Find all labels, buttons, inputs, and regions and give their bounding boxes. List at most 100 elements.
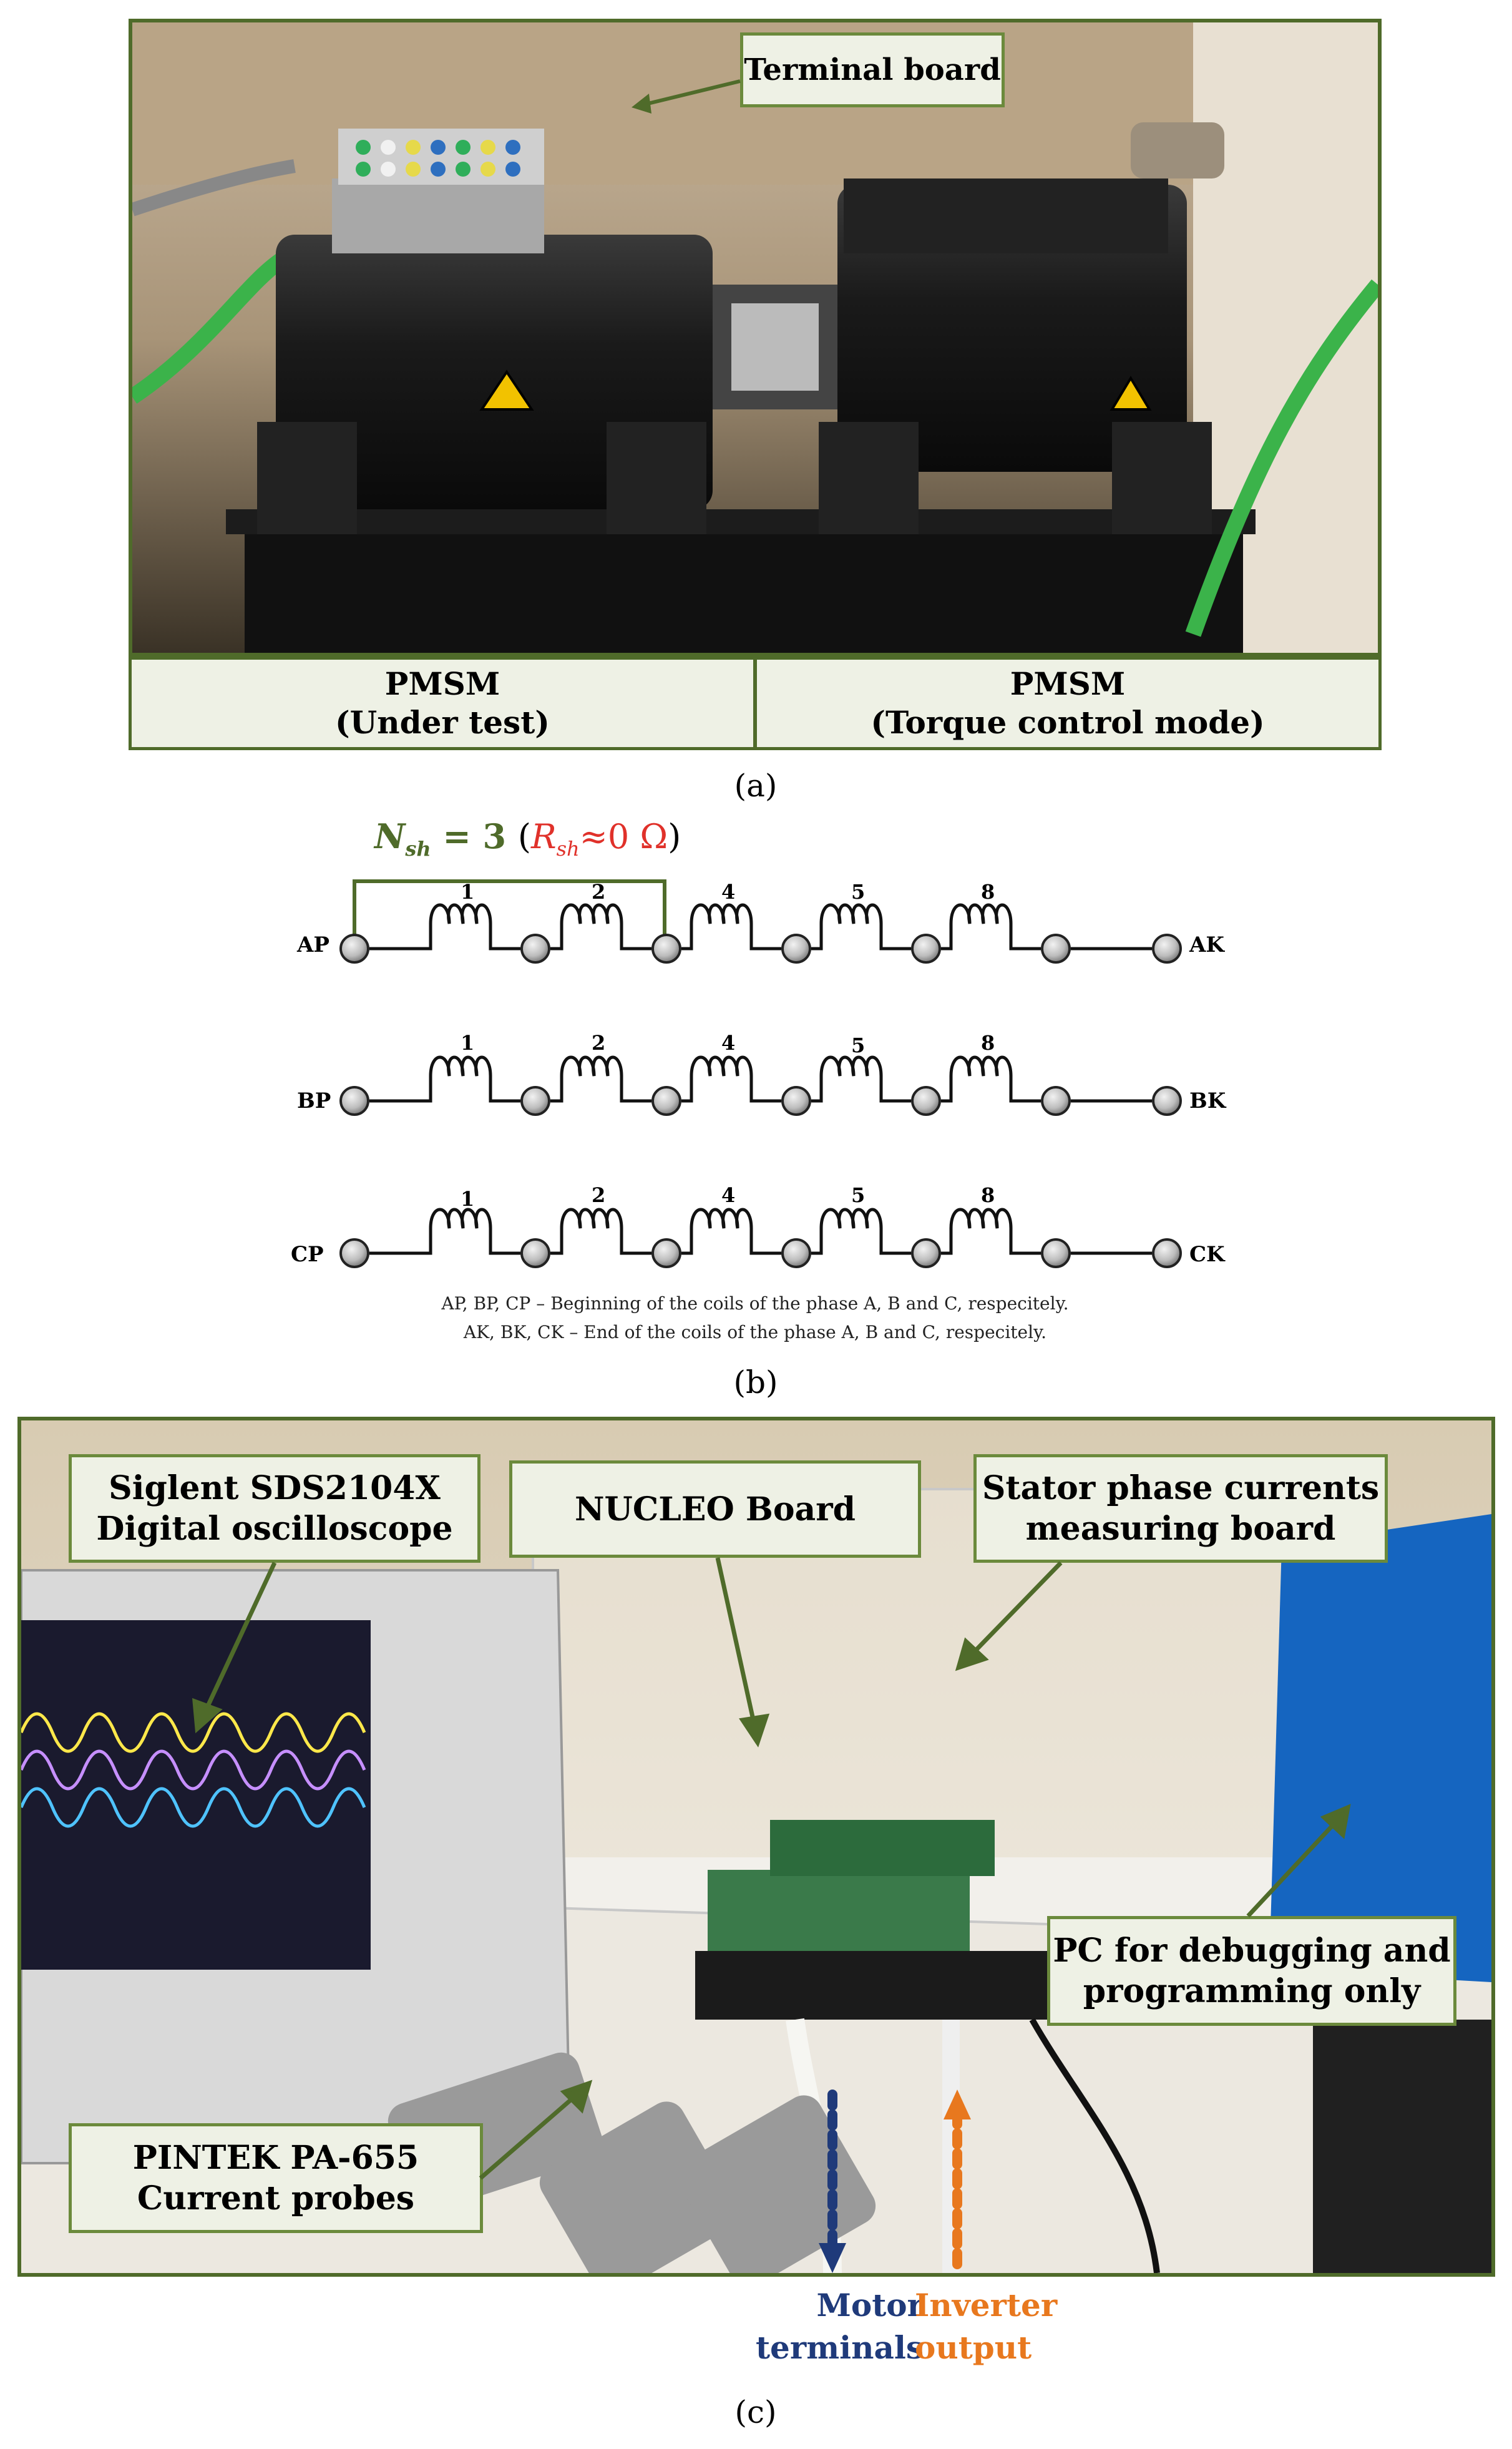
stator-board-callout: Stator phase currents measuring board: [973, 1454, 1388, 1563]
inductor-coil: [560, 1055, 623, 1077]
terminal-node: [1041, 1086, 1071, 1116]
inductor-coil: [819, 1055, 883, 1077]
probes-arrowhead: [560, 2080, 593, 2114]
terminal-node: [339, 934, 369, 964]
test-bench-photo-illustration: [132, 22, 1378, 653]
phase-a-end-label: AK: [1189, 932, 1224, 957]
terminal-node: [1041, 934, 1071, 964]
terminal-board-callout: Terminal board: [740, 32, 1005, 107]
circuit-wire: [369, 1076, 1152, 1103]
coil-c-4: 4: [721, 1183, 736, 1207]
pmsm-under-test-line1: PMSM: [384, 665, 500, 702]
phase-c-start-label: CP: [291, 1242, 324, 1267]
diagram-note-1: AP, BP, CP – Beginning of the coils of t…: [441, 1293, 1069, 1314]
coil-b-5: 5: [851, 1034, 866, 1057]
caption-c: (c): [734, 2394, 777, 2430]
inverter-output-line2: output: [915, 2329, 1032, 2366]
oscilloscope-callout: Siglent SDS2104X Digital oscilloscope: [69, 1454, 480, 1563]
terminal-node: [651, 934, 681, 964]
terminal-node: [520, 1086, 550, 1116]
coil-circuit-diagram: [339, 879, 1182, 1268]
coil-c-1: 1: [461, 1187, 475, 1211]
terminal-node: [651, 1086, 681, 1116]
terminal-board-label: Terminal board: [744, 52, 1001, 87]
probes-callout: PINTEK PA-655 Current probes: [69, 2123, 483, 2233]
nsh-symbol: N: [374, 816, 406, 856]
terminal-board-arrow-layer: [632, 79, 741, 114]
terminal-board-arrow: [642, 79, 741, 107]
inductor-coil: [560, 1208, 623, 1229]
inductor-coil: [819, 903, 883, 924]
terminal-node: [1152, 1086, 1182, 1116]
pmsm-torque-control-line1: PMSM: [1010, 665, 1126, 702]
stator-line1: Stator phase currents: [982, 1469, 1380, 1507]
inverter-output-line1: Inverter: [915, 2287, 1058, 2324]
terminal-node: [911, 1238, 941, 1268]
motor-terminals-line2: terminals: [755, 2329, 924, 2366]
coil-a-2: 2: [592, 880, 606, 904]
pc-arrowhead: [1320, 1804, 1351, 1839]
nucleo-label: NUCLEO Board: [575, 1490, 856, 1528]
caption-b: (b): [733, 1364, 778, 1400]
nucleo-arrowhead: [739, 1713, 770, 1748]
inductor-coil: [690, 903, 753, 924]
nsh-equals: = 3: [431, 816, 507, 856]
terminal-node: [651, 1238, 681, 1268]
terminal-node: [339, 1086, 369, 1116]
terminal-node: [911, 1086, 941, 1116]
panel-c-arrow-layer: [192, 1557, 1351, 2180]
terminal-board-arrowhead: [632, 94, 651, 114]
inverter-output-label: Inverter output: [915, 2284, 1102, 2368]
phase-a-start-label: AP: [297, 932, 329, 957]
shorting-bracket: [353, 879, 666, 947]
stator-arrow: [972, 1561, 1063, 1655]
coil-a-8: 8: [981, 880, 995, 904]
motor-terminals-label: Motor terminals: [736, 2284, 924, 2368]
motor-terminals-line1: Motor: [816, 2287, 924, 2324]
terminal-node: [781, 1086, 811, 1116]
circuit-wire: [369, 924, 1152, 951]
inductor-coil: [819, 1208, 883, 1229]
circuit-wire: [369, 1228, 1152, 1255]
terminal-node: [520, 1238, 550, 1268]
diagram-note-2: AK, BK, CK – End of the coils of the pha…: [463, 1322, 1047, 1342]
pmsm-under-test-line2: (Under test): [335, 704, 550, 741]
pc-callout: PC for debugging and programming only: [1047, 1916, 1456, 2026]
photo-test-bench: [129, 19, 1382, 657]
pmsm-under-test-box: PMSM (Under test): [129, 657, 756, 750]
terminal-node: [1152, 934, 1182, 964]
phase-b-end-label: BK: [1189, 1088, 1226, 1113]
nsh-rsh-formula: Nsh = 3 (Rsh≈0 Ω): [374, 816, 681, 861]
rsh-equals: ≈0 Ω: [579, 817, 668, 856]
coil-a-1: 1: [461, 880, 475, 904]
coil-b-1: 1: [461, 1031, 475, 1055]
rsh-symbol: R: [530, 817, 557, 856]
probes-line2: Current probes: [137, 2179, 415, 2217]
oscilloscope-line2: Digital oscilloscope: [96, 1510, 453, 1548]
inductor-coil: [949, 1055, 1013, 1077]
coil-c-8: 8: [981, 1183, 995, 1207]
probes-line1: PINTEK PA-655: [132, 2139, 419, 2177]
nsh-subscript: sh: [405, 836, 431, 861]
coil-b-4: 4: [721, 1031, 736, 1055]
pc-line2: programming only: [1083, 1972, 1421, 2010]
pmsm-torque-control-line2: (Torque control mode): [871, 704, 1265, 741]
terminal-node: [339, 1238, 369, 1268]
inductor-coil: [690, 1055, 753, 1077]
inverter-output-arrowhead: [944, 2090, 971, 2119]
inductor-coil: [429, 903, 492, 924]
probes-arrow: [479, 2095, 576, 2180]
phase-b-start-label: BP: [297, 1088, 331, 1113]
nucleo-arrow: [715, 1557, 756, 1723]
motor-terminals-arrowhead: [819, 2243, 846, 2273]
pmsm-torque-control-box: PMSM (Torque control mode): [754, 657, 1382, 750]
coil-c-2: 2: [592, 1183, 606, 1207]
inductor-coil: [429, 1208, 492, 1229]
coil-b-2: 2: [592, 1031, 606, 1055]
pc-arrow: [1246, 1821, 1337, 1918]
caption-a: (a): [734, 768, 778, 804]
terminal-node: [520, 934, 550, 964]
inductor-coil: [949, 903, 1013, 924]
inductor-coil: [949, 1208, 1013, 1229]
coil-a-5: 5: [851, 880, 866, 904]
